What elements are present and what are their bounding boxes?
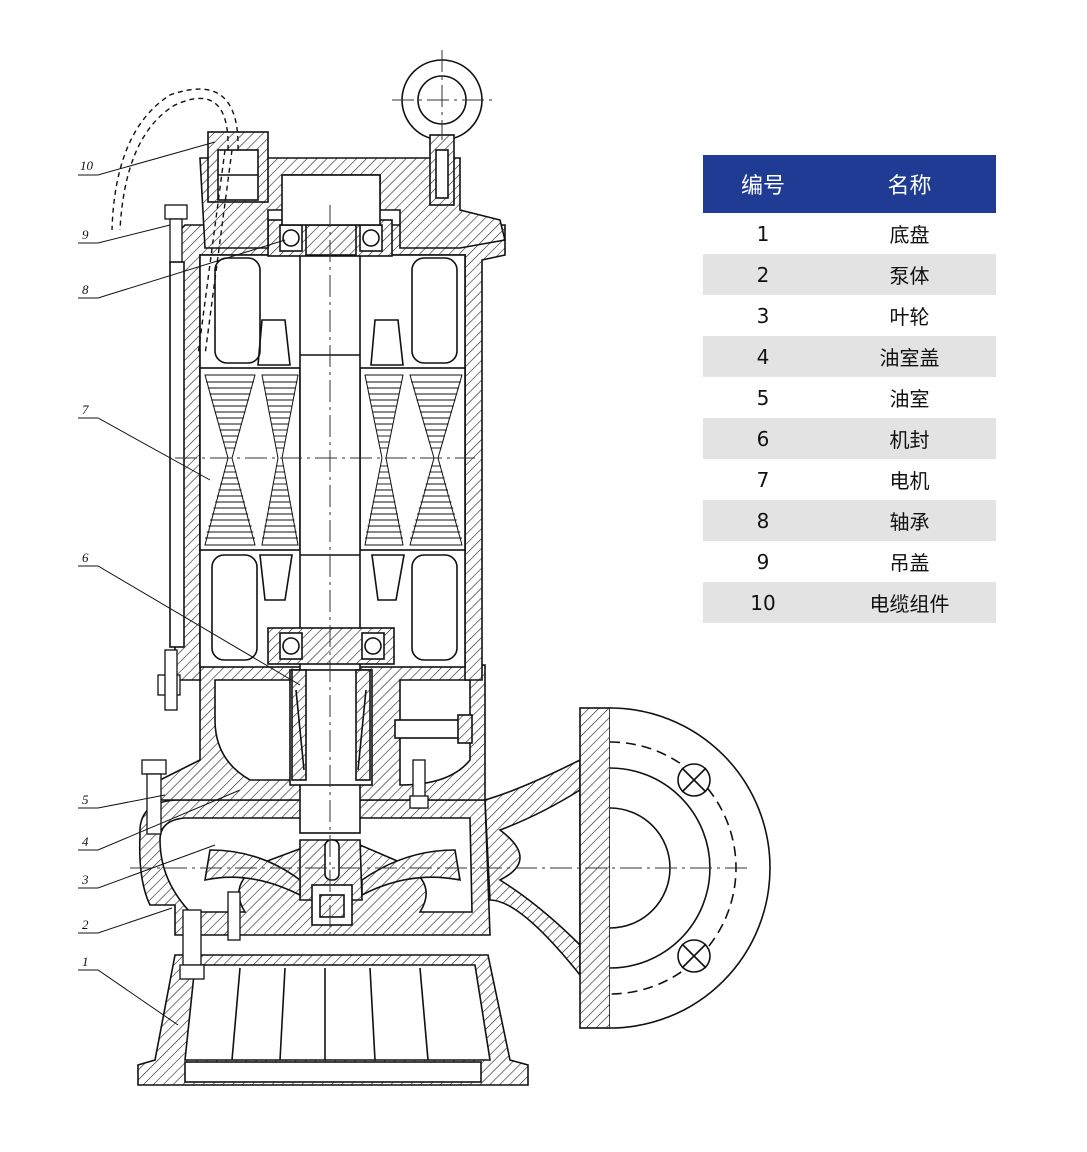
row-number: 3 [756, 303, 770, 328]
row-name: 油室 [889, 387, 930, 411]
row-name: 电缆组件 [823, 582, 996, 623]
table-row: 1 底盘 [703, 213, 996, 254]
parts-table-header: 编号 名称 [703, 155, 996, 213]
callout-3: 3 [81, 872, 89, 887]
callout-8: 8 [82, 282, 89, 297]
row-name: 泵体 [823, 254, 996, 295]
callout-4: 4 [82, 834, 89, 849]
row-number: 2 [703, 254, 823, 295]
stator-left [199, 367, 301, 551]
row-name: 叶轮 [889, 305, 930, 329]
header-number: 编号 [703, 155, 823, 213]
callout-1: 1 [82, 954, 89, 969]
callout-5: 5 [82, 792, 89, 807]
row-number: 10 [703, 582, 823, 623]
row-number: 4 [703, 336, 823, 377]
side-bolts [141, 204, 429, 980]
row-name: 油室盖 [823, 336, 996, 377]
row-number: 9 [756, 549, 770, 574]
row-number: 6 [703, 418, 823, 459]
callout-9: 9 [82, 227, 89, 242]
row-name: 吊盖 [889, 551, 930, 575]
callout-6: 6 [82, 550, 89, 565]
callout-2: 2 [82, 917, 89, 932]
top-cover [199, 157, 506, 249]
row-name: 轴承 [823, 500, 996, 541]
table-row: 9 吊盖 [703, 541, 996, 582]
row-number: 5 [756, 385, 770, 410]
stator-right [359, 367, 466, 551]
row-name: 机封 [823, 418, 996, 459]
header-name: 名称 [823, 155, 996, 213]
row-number: 8 [703, 500, 823, 541]
row-number: 1 [756, 221, 770, 246]
row-name: 底盘 [889, 223, 930, 247]
table-row: 3 叶轮 [703, 295, 996, 336]
callout-10: 10 [80, 158, 94, 173]
table-row: 5 油室 [703, 377, 996, 418]
row-number: 7 [756, 467, 770, 492]
row-name: 电机 [889, 469, 930, 493]
callout-7: 7 [82, 402, 89, 417]
table-row: 7 电机 [703, 459, 996, 500]
